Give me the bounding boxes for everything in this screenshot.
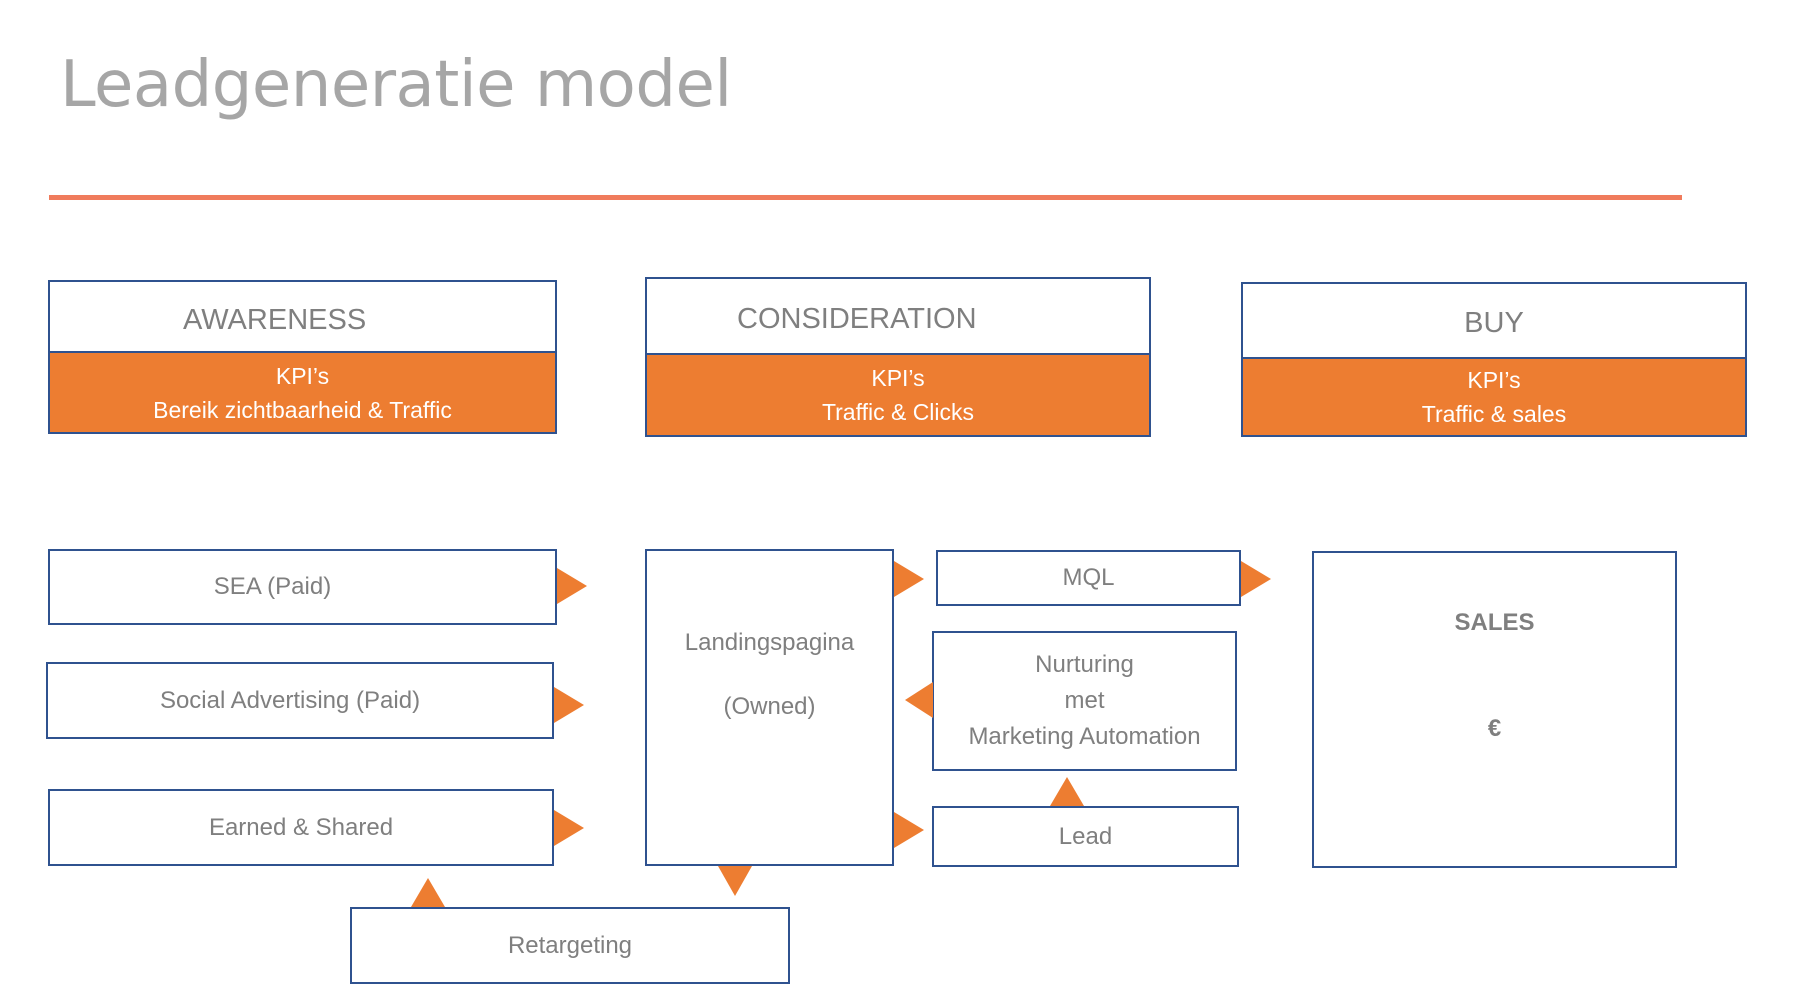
- page-title: Leadgeneratie model: [60, 48, 732, 122]
- kpi-value: Bereik zichtbaarheid & Traffic: [153, 396, 452, 423]
- stage-consideration-header: CONSIDERATION: [647, 279, 1149, 360]
- nurturing-line-2: met: [1064, 687, 1105, 714]
- retargeting-box: Retargeting: [350, 907, 790, 984]
- kpi-label: KPI’s: [275, 362, 330, 389]
- stage-awareness-kpi: KPI’s Bereik zichtbaarheid & Traffic: [48, 351, 557, 434]
- arrow-right-icon: [894, 561, 924, 597]
- lead-box: Lead: [932, 806, 1239, 867]
- stage-buy-title: BUY: [1464, 306, 1524, 339]
- stage-consideration-title: CONSIDERATION: [737, 303, 977, 335]
- stage-buy-kpi: KPI’s Traffic & sales: [1241, 357, 1747, 437]
- channel-sea-box: SEA (Paid): [48, 549, 557, 625]
- mql-label: MQL: [1062, 564, 1115, 591]
- title-divider: [49, 195, 1682, 200]
- channel-social-label: Social Advertising (Paid): [159, 686, 421, 714]
- stage-consideration-kpi: KPI’s Traffic & Clicks: [645, 353, 1151, 437]
- arrow-right-icon: [554, 810, 584, 846]
- kpi-label: KPI’s: [871, 365, 925, 391]
- channel-earned-box: Earned & Shared: [48, 789, 554, 866]
- stage-awareness: AWARENESS KPI’s Bereik zichtbaarheid & T…: [48, 280, 557, 434]
- channel-sea-label: SEA (Paid): [213, 573, 332, 600]
- arrow-up-icon: [1050, 777, 1084, 806]
- arrow-right-icon: [554, 687, 584, 723]
- arrow-left-icon: [905, 682, 933, 718]
- landing-page-subtitle: (Owned): [723, 693, 816, 720]
- retargeting-label: Retargeting: [507, 931, 633, 959]
- nurturing-line-3: Marketing Automation: [968, 723, 1201, 750]
- nurturing-box: Nurturing met Marketing Automation: [932, 631, 1237, 771]
- sales-title: SALES: [1454, 609, 1535, 636]
- lead-label: Lead: [1058, 822, 1113, 850]
- stage-buy: BUY KPI’s Traffic & sales: [1241, 282, 1747, 437]
- arrow-down-icon: [718, 866, 752, 896]
- arrow-right-icon: [1241, 561, 1271, 597]
- euro-icon: €: [1487, 715, 1502, 742]
- nurturing-line-1: Nurturing: [1035, 651, 1134, 678]
- landing-page-title: Landingspagina: [684, 629, 855, 656]
- kpi-label: KPI’s: [1467, 367, 1521, 393]
- stage-buy-header: BUY: [1243, 284, 1745, 364]
- kpi-value: Traffic & sales: [1421, 401, 1567, 427]
- arrow-right-icon: [557, 568, 587, 604]
- mql-box: MQL: [936, 550, 1241, 606]
- channel-social-box: Social Advertising (Paid): [46, 662, 554, 739]
- stage-awareness-header: AWARENESS: [50, 282, 555, 359]
- arrow-up-icon: [411, 878, 445, 907]
- landing-page-box: Landingspagina (Owned): [645, 549, 894, 866]
- kpi-value: Traffic & Clicks: [821, 399, 975, 425]
- channel-earned-label: Earned & Shared: [208, 813, 394, 841]
- arrow-right-icon: [894, 812, 924, 848]
- sales-box: SALES €: [1312, 551, 1677, 868]
- stage-awareness-title: AWARENESS: [183, 304, 367, 336]
- stage-consideration: CONSIDERATION KPI’s Traffic & Clicks: [645, 277, 1151, 437]
